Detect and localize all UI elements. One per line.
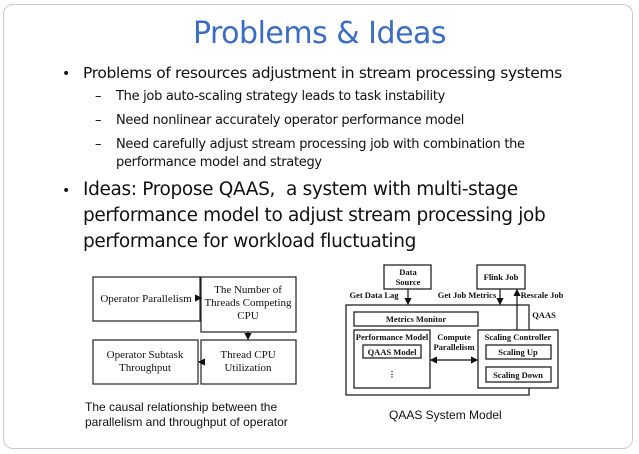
label-scaling-up: Scaling Up bbox=[498, 347, 538, 357]
label-thread-cpu-1: Thread CPU bbox=[220, 349, 275, 361]
label-flink-job: Flink Job bbox=[484, 272, 519, 282]
label-throughput-1: Operator Subtask bbox=[107, 349, 184, 361]
bullet-icon: • bbox=[62, 183, 71, 199]
sub-bullet-1: The job auto-scaling strategy leads to t… bbox=[116, 89, 446, 104]
label-thread-cpu-2: Utilization bbox=[224, 362, 272, 374]
dash-icon: – bbox=[95, 137, 102, 152]
box-operator-subtask-throughput bbox=[92, 339, 199, 385]
box-metrics-monitor bbox=[353, 311, 479, 327]
label-threads-3: CPU bbox=[237, 310, 258, 322]
label-data-source-1: Data bbox=[399, 267, 417, 277]
bullet-ideas-line-2: performance model to adjust stream proce… bbox=[83, 205, 546, 226]
label-rescale-job: Rescale Job bbox=[521, 290, 564, 300]
causal-caption-line-1: The causal relationship between the bbox=[85, 400, 278, 414]
label-compute-2: Parallelism bbox=[433, 342, 474, 352]
dash-icon: – bbox=[95, 113, 102, 128]
box-scaling-down bbox=[485, 366, 552, 383]
bullet-ideas-line-3: performance for workload fluctuating bbox=[83, 231, 416, 252]
label-qaas: QAAS bbox=[532, 310, 556, 320]
label-scaling-controller: Scaling Controller bbox=[485, 332, 552, 342]
ellipsis-icon: ⋮ bbox=[388, 369, 397, 379]
label-metrics-monitor: Metrics Monitor bbox=[386, 314, 446, 324]
box-operator-parallelism bbox=[92, 276, 201, 322]
label-scaling-down: Scaling Down bbox=[493, 370, 543, 380]
bullet-problems: Problems of resources adjustment in stre… bbox=[83, 64, 562, 82]
label-data-source-2: Source bbox=[396, 277, 421, 287]
sub-bullet-2: Need nonlinear accurately operator perfo… bbox=[116, 113, 465, 128]
label-qaas-model: QAAS Model bbox=[368, 347, 418, 357]
causal-caption-line-2: parallelism and throughput of operator bbox=[85, 415, 288, 429]
box-flink-job bbox=[476, 264, 526, 290]
qaas-caption: QAAS System Model bbox=[389, 408, 502, 422]
box-scaling-up bbox=[485, 344, 552, 360]
box-threads-competing bbox=[200, 276, 297, 333]
label-get-job-metrics: Get Job Metrics bbox=[438, 290, 497, 300]
box-performance-model bbox=[353, 329, 431, 389]
sub-bullet-3: Need carefully adjust stream processing … bbox=[116, 137, 525, 152]
sub-bullet-3-cont: performance model and strategy bbox=[116, 155, 322, 170]
label-get-data-lag: Get Data Lag bbox=[349, 290, 399, 300]
label-compute-1: Compute bbox=[437, 332, 471, 342]
bullet-ideas-line-1: Ideas: Propose QAAS, a system with multi… bbox=[83, 179, 518, 200]
slide-title: Problems & Ideas bbox=[192, 16, 447, 51]
label-throughput-2: Throughput bbox=[119, 362, 171, 374]
dash-icon: – bbox=[95, 89, 102, 104]
label-operator-parallelism: Operator Parallelism bbox=[100, 293, 192, 305]
box-qaas-model bbox=[362, 344, 422, 359]
label-threads-1: The Number of bbox=[214, 284, 282, 296]
label-threads-2: Threads Competing bbox=[204, 297, 292, 309]
label-performance-model: Performance Model bbox=[356, 332, 429, 342]
box-thread-cpu bbox=[200, 339, 297, 385]
bullet-icon: • bbox=[62, 66, 71, 82]
